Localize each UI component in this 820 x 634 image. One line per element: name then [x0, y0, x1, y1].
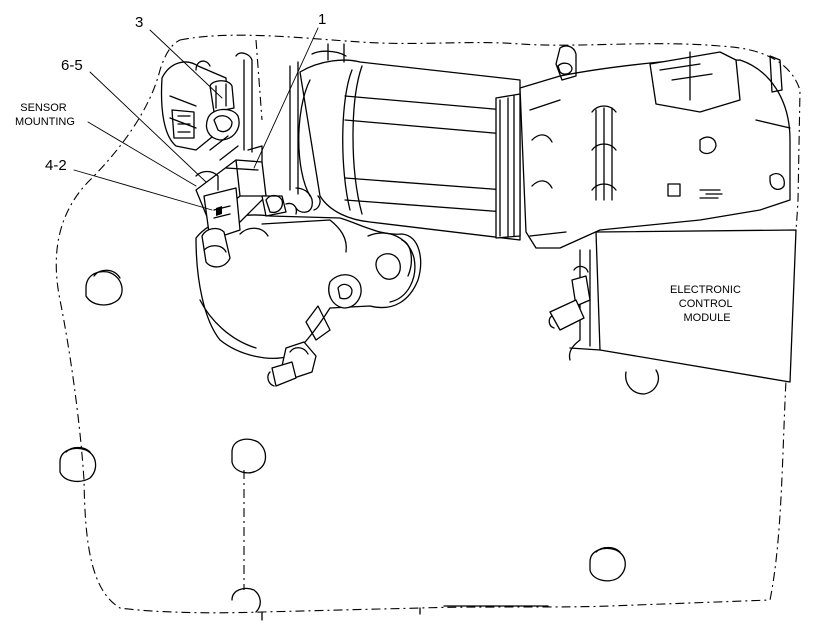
intake-tube	[289, 43, 521, 241]
sensor-mounting-line-1: SENSOR	[20, 102, 67, 114]
ecm-label-line-1: ELECTRONIC	[670, 284, 741, 296]
callout-4-2: 4-2	[45, 157, 67, 174]
leader-4-2	[73, 169, 213, 211]
leader-lines	[73, 27, 319, 211]
block-bosses	[59, 269, 659, 613]
ecm-label-line-3: MODULE	[683, 312, 730, 324]
leader-1	[253, 27, 319, 169]
leader-3	[149, 29, 223, 99]
engine-block-outline	[55, 34, 801, 621]
leader-6-5	[89, 71, 207, 183]
sensor-assembly	[160, 39, 263, 161]
lower-bolt	[267, 341, 317, 387]
callout-3: 3	[135, 14, 143, 31]
ecm-label-line-2: CONTROL	[679, 298, 733, 310]
callout-6-5: 6-5	[61, 57, 83, 74]
ecm-label: ELECTRONIC CONTROL MODULE	[670, 284, 744, 324]
callout-1: 1	[318, 11, 326, 28]
ecm-box	[548, 229, 797, 383]
leader-sensor-mounting	[87, 121, 197, 187]
speed-sensor	[195, 145, 321, 268]
manifold-body	[195, 214, 422, 359]
sensor-mounting-line-2: MOUNTING	[15, 116, 75, 128]
flange-housing	[495, 45, 791, 249]
sensor-mounting-label: SENSOR MOUNTING	[15, 102, 75, 128]
